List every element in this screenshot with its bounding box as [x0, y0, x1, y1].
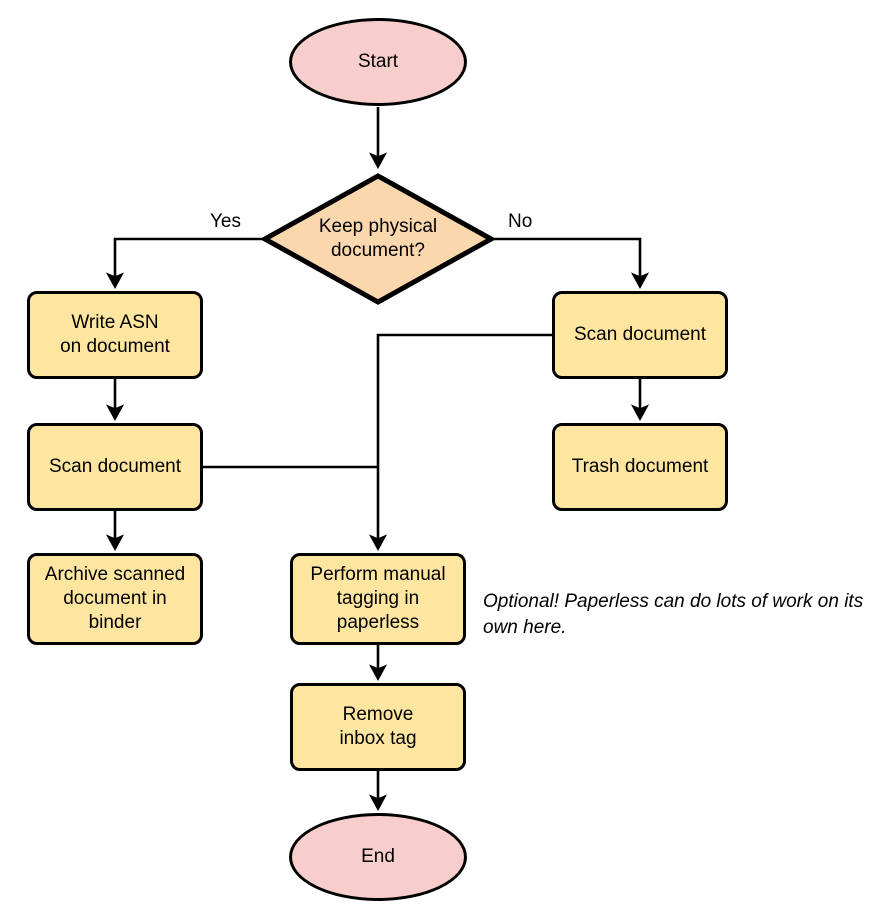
node-scan-document-left-label: Scan document [48, 456, 182, 478]
node-trash-document[interactable]: Trash document [552, 423, 728, 511]
node-trash-document-label: Trash document [571, 456, 709, 478]
edge-label-no: No [508, 211, 533, 232]
node-scan-document-left[interactable]: Scan document [27, 423, 203, 511]
node-archive-label: Archive scanned document in binder [44, 564, 186, 633]
annotation-optional-note: Optional! Paperless can do lots of work … [483, 591, 864, 638]
node-end[interactable]: End [289, 813, 467, 901]
node-keep-physical-document-decision[interactable]: Keep physical document? [262, 173, 494, 305]
diamond-shape [262, 173, 494, 305]
node-scan-document-right-label: Scan document [573, 324, 707, 346]
edge-scan-right-to-tagging [368, 333, 552, 552]
node-decision-label: Keep physical document? [318, 216, 438, 261]
node-archive-scanned-document[interactable]: Archive scanned document in binder [27, 553, 203, 645]
node-end-label: End [361, 845, 395, 867]
node-write-asn-on-document[interactable]: Write ASN on document [27, 291, 203, 379]
edge-decision-no-to-scan-right [494, 237, 650, 290]
node-remove-inbox-tag[interactable]: Remove inbox tag [290, 683, 466, 771]
edge-label-yes: Yes [210, 211, 241, 232]
node-remove-inbox-label: Remove inbox tag [339, 704, 417, 749]
node-start[interactable]: Start [289, 18, 467, 106]
node-tagging-label: Perform manual tagging in paperless [310, 564, 446, 633]
node-write-asn-label: Write ASN on document [60, 312, 170, 357]
node-scan-document-right[interactable]: Scan document [552, 291, 728, 379]
node-perform-manual-tagging[interactable]: Perform manual tagging in paperless [290, 553, 466, 645]
edge-decision-yes-to-write-asn [105, 237, 262, 290]
node-start-label: Start [357, 50, 399, 72]
